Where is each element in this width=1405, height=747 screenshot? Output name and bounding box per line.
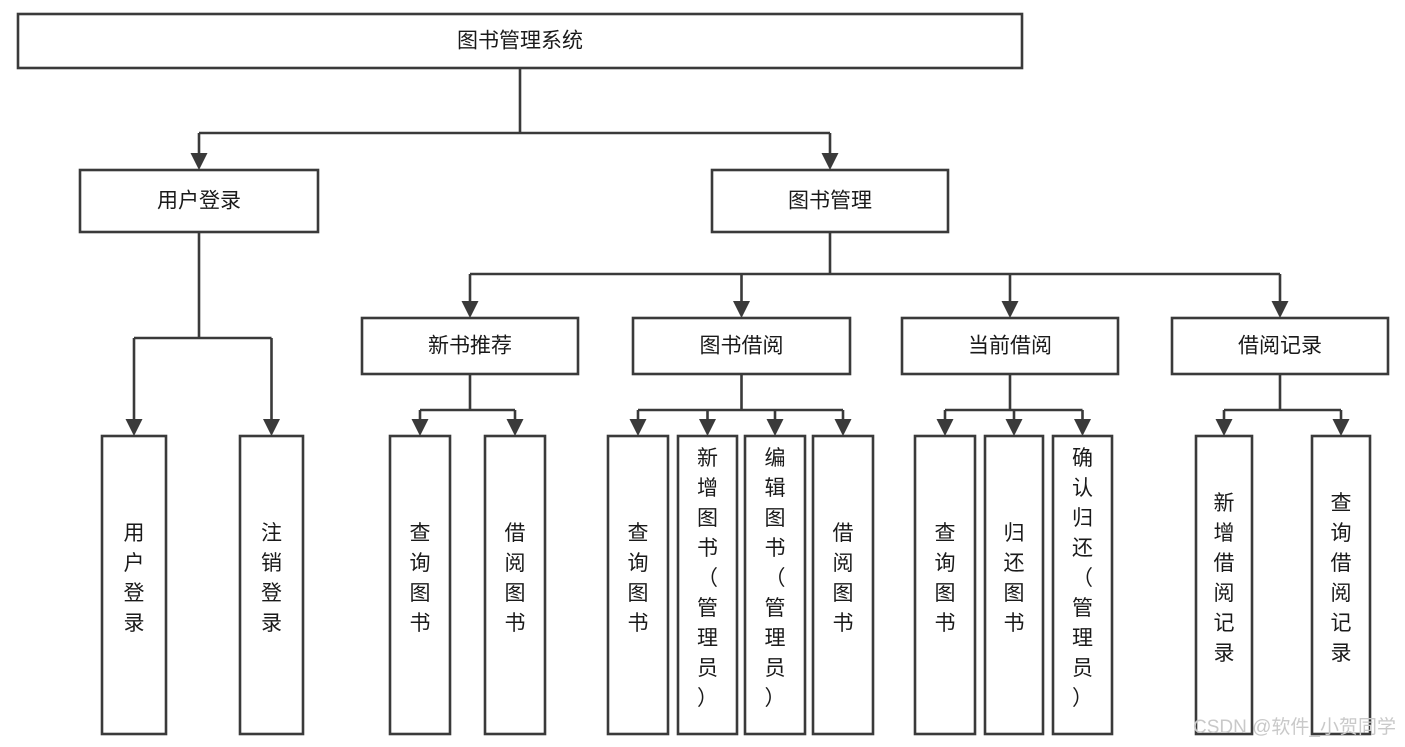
arrow-head-icon [125, 419, 143, 436]
csdn-watermark: CSDN @软件_小贺同学 [1193, 716, 1396, 738]
node-label: 新书推荐 [428, 335, 512, 358]
node-label: 图书借阅 [700, 335, 784, 358]
node-user-login[interactable]: 用户登录 [78, 168, 320, 234]
node-box [900, 316, 1120, 376]
node-borrow-record[interactable]: 借阅记录 [1170, 316, 1390, 376]
node-label: 借阅记录 [1238, 335, 1322, 358]
node-book-management[interactable]: 图书管理 [710, 168, 950, 234]
node-leaf-query-record[interactable]: 查询借阅记录 [1310, 434, 1372, 736]
node-leaf-confirm-return[interactable]: 确认归还（管理员） [1051, 434, 1114, 736]
node-leaf-borrow-book-1[interactable]: 借阅图书 [483, 434, 547, 736]
node-label: 编辑图书（管理员） [765, 447, 786, 710]
node-book-borrow[interactable]: 图书借阅 [631, 316, 852, 376]
node-box [1194, 434, 1254, 736]
arrow-head-icon [821, 153, 839, 170]
node-label: 新增借阅记录 [1214, 492, 1235, 665]
arrow-head-icon [834, 419, 852, 436]
node-box [710, 168, 950, 234]
arrow-head-icon [1074, 419, 1091, 436]
node-label: 新增图书（管理员） [697, 447, 718, 710]
arrow-head-icon [1001, 301, 1019, 318]
nodes-layer: 图书管理系统用户登录图书管理新书推荐图书借阅当前借阅借阅记录用户登录注销登录查询… [16, 12, 1390, 736]
node-label: 查询图书 [628, 522, 649, 635]
node-leaf-edit-book[interactable]: 编辑图书（管理员） [743, 434, 807, 736]
node-leaf-add-book[interactable]: 新增图书（管理员） [676, 434, 739, 736]
arrow-head-icon [461, 301, 479, 318]
node-box [100, 434, 168, 736]
node-label: 查询图书 [935, 522, 956, 635]
node-new-book-recommend[interactable]: 新书推荐 [360, 316, 580, 376]
node-box [631, 316, 852, 376]
node-box [1051, 434, 1114, 736]
node-label: 查询图书 [410, 522, 431, 635]
node-box [1170, 316, 1390, 376]
node-box [388, 434, 452, 736]
node-root[interactable]: 图书管理系统 [16, 12, 1024, 70]
arrow-head-icon [766, 419, 784, 436]
arrow-head-icon [699, 419, 716, 436]
arrow-head-icon [506, 419, 524, 436]
node-current-borrow[interactable]: 当前借阅 [900, 316, 1120, 376]
arrow-head-icon [411, 419, 429, 436]
node-leaf-return-book[interactable]: 归还图书 [983, 434, 1045, 736]
node-box [606, 434, 670, 736]
arrow-head-icon [629, 419, 647, 436]
node-label: 用户登录 [157, 190, 241, 213]
node-box [78, 168, 320, 234]
node-leaf-query-book-3[interactable]: 查询图书 [913, 434, 977, 736]
arrow-head-icon [936, 419, 954, 436]
node-box [483, 434, 547, 736]
arrow-head-icon [1271, 301, 1289, 318]
node-label: 当前借阅 [968, 335, 1052, 358]
node-label: 借阅图书 [505, 522, 526, 635]
node-box [743, 434, 807, 736]
node-box [1310, 434, 1372, 736]
node-label: 查询借阅记录 [1331, 492, 1352, 665]
node-leaf-query-book-2[interactable]: 查询图书 [606, 434, 670, 736]
arrow-head-icon [1332, 419, 1350, 436]
node-label: 用户登录 [124, 522, 145, 635]
node-label: 确认归还（管理员） [1072, 447, 1093, 710]
arrow-head-icon [190, 153, 208, 170]
arrow-head-icon [733, 301, 750, 318]
node-leaf-user-logout[interactable]: 注销登录 [238, 434, 305, 736]
node-label: 归还图书 [1004, 522, 1025, 635]
node-label: 图书管理系统 [457, 30, 583, 53]
node-leaf-query-book-1[interactable]: 查询图书 [388, 434, 452, 736]
node-box [983, 434, 1045, 736]
node-label: 图书管理 [788, 190, 872, 213]
arrow-head-icon [1215, 419, 1233, 436]
arrow-head-icon [1005, 419, 1023, 436]
node-label: 注销登录 [261, 522, 282, 635]
node-leaf-borrow-book-2[interactable]: 借阅图书 [811, 434, 875, 736]
node-label: 借阅图书 [833, 522, 854, 635]
node-box [238, 434, 305, 736]
connectors-layer [125, 68, 1350, 436]
node-box [811, 434, 875, 736]
node-leaf-user-login[interactable]: 用户登录 [100, 434, 168, 736]
node-box [360, 316, 580, 376]
node-box [16, 12, 1024, 70]
node-leaf-add-record[interactable]: 新增借阅记录 [1194, 434, 1254, 736]
arrow-head-icon [263, 419, 280, 436]
node-box [676, 434, 739, 736]
node-box [913, 434, 977, 736]
